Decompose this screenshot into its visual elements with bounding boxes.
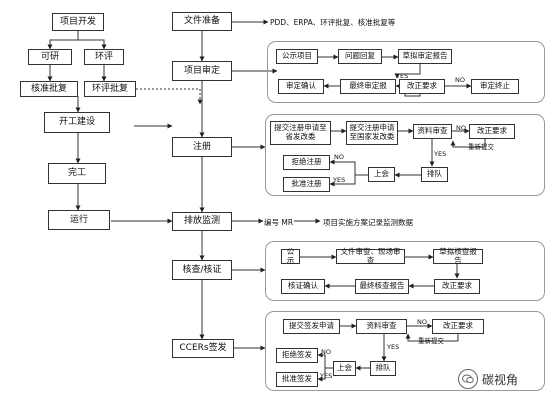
docs-list: PDD、ERPA、环评批复、核准批复等 bbox=[270, 18, 396, 27]
node-eia: 环评 bbox=[84, 49, 124, 65]
node-verification: 核查/核证 bbox=[172, 260, 232, 280]
watermark: 碳视角 bbox=[458, 369, 518, 389]
review-draft-report: 草拟审定报告 bbox=[398, 49, 452, 64]
review-terminate: 审定终止 bbox=[471, 79, 519, 94]
wechat-icon bbox=[458, 369, 478, 389]
reg-correction: 改正要求 bbox=[469, 124, 515, 139]
issuance-panel bbox=[265, 311, 545, 391]
iss-resubmit-label: 重新提交 bbox=[418, 337, 444, 345]
node-monitoring: 排放监测 bbox=[172, 212, 232, 231]
iss-reject: 拒绝签发 bbox=[276, 348, 318, 363]
reg-submit-national: 提交注册申请至国家发改委 bbox=[346, 121, 398, 145]
monitoring-plan-data: 项目实施方案记录监测数据 bbox=[323, 218, 413, 227]
reg-yes-label-queue: YES bbox=[434, 150, 447, 158]
review-qa: 问题回复 bbox=[338, 49, 382, 64]
iss-queue: 排队 bbox=[370, 361, 396, 376]
node-construction: 开工建设 bbox=[44, 112, 110, 133]
iss-correction: 改正要求 bbox=[432, 319, 484, 334]
verification-panel bbox=[265, 241, 545, 301]
reg-approve: 批准注册 bbox=[283, 177, 330, 192]
review-final-report: 最终审定报 bbox=[340, 79, 396, 94]
ver-final-report: 最终核查报告 bbox=[355, 279, 409, 294]
registration-panel bbox=[265, 114, 545, 196]
node-operation: 运行 bbox=[48, 210, 110, 230]
node-approval: 核准批复 bbox=[20, 81, 78, 97]
ver-confirm: 核证确认 bbox=[281, 279, 325, 294]
node-feasibility: 可研 bbox=[28, 49, 72, 65]
reg-yes-label-approve: YES bbox=[333, 176, 346, 184]
iss-yes-label-queue: YES bbox=[387, 343, 400, 351]
node-eia-approval: 环评批复 bbox=[84, 81, 136, 97]
ver-publicize: 公示 bbox=[281, 247, 300, 264]
reg-meeting: 上会 bbox=[368, 167, 395, 182]
node-issuance: CCERs签发 bbox=[172, 339, 234, 358]
ver-draft-report: 草拟核查报告 bbox=[433, 247, 483, 264]
iss-yes-label-approve: YES bbox=[320, 372, 333, 380]
node-project-dev: 项目开发 bbox=[52, 13, 104, 31]
review-no-label: NO bbox=[455, 76, 465, 84]
iss-submit: 提交签发申请 bbox=[283, 319, 340, 334]
iss-doc-review: 资料审查 bbox=[356, 319, 407, 334]
review-confirm: 审定确认 bbox=[278, 79, 324, 94]
review-panel bbox=[267, 41, 545, 103]
reg-doc-review: 资料审查 bbox=[413, 124, 452, 139]
reg-no-label-top: NO bbox=[456, 124, 466, 132]
node-review: 项目审定 bbox=[172, 61, 232, 81]
node-docs: 文件准备 bbox=[172, 12, 232, 31]
reg-submit-province: 提交注册申请至省发改委 bbox=[270, 121, 331, 145]
iss-approve: 批准签发 bbox=[276, 372, 318, 387]
iss-meeting: 上会 bbox=[333, 361, 356, 376]
reg-reject: 拒绝注册 bbox=[283, 155, 330, 170]
ver-doc-site-review: 文件审查、现场审查 bbox=[336, 247, 405, 264]
review-correction: 改正要求 bbox=[399, 79, 445, 94]
iss-no-label-top: NO bbox=[417, 318, 427, 326]
review-publicize: 公示项目 bbox=[276, 49, 318, 64]
watermark-text: 碳视角 bbox=[482, 372, 519, 387]
iss-no-label-reject: NO bbox=[321, 348, 331, 356]
ver-correction: 改正要求 bbox=[434, 279, 480, 294]
node-completion: 完工 bbox=[48, 163, 106, 184]
reg-queue: 排队 bbox=[421, 167, 448, 182]
reg-resubmit-label: 重新提交 bbox=[468, 143, 494, 151]
review-yes-label: YES bbox=[396, 72, 409, 80]
monitoring-code-mr: 编号 MR bbox=[264, 218, 294, 227]
node-registration: 注册 bbox=[172, 137, 232, 157]
reg-no-label-reject: NO bbox=[334, 153, 344, 161]
